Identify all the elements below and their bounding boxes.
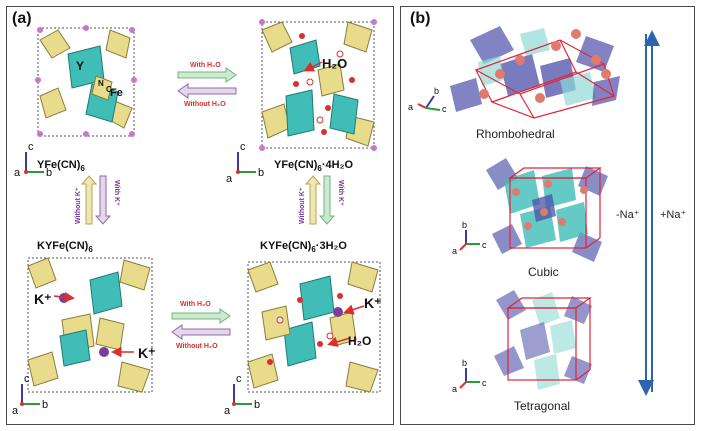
arrow-label-right-without: Without K⁺: [299, 187, 306, 224]
axis-b2-c: c: [482, 240, 487, 250]
atom-label-k-1: K⁺: [34, 291, 52, 307]
label-plus-na: +Na⁺: [660, 209, 686, 221]
axis-triad-4: [232, 384, 252, 406]
formula-2: YFe(CN)6·4H₂O: [274, 159, 353, 173]
formula-3: KYFe(CN)6: [37, 240, 93, 254]
structure-cubic: [486, 158, 608, 262]
label-minus-na: -Na⁺: [616, 209, 640, 221]
arrow-left-without-k: [80, 175, 98, 225]
axis-triad-1: [24, 152, 44, 174]
arrow-label-left-with: With K⁺: [113, 180, 120, 206]
arrow-right-without-k: [304, 175, 322, 225]
axis-b-4: b: [254, 399, 260, 411]
axis-b-3: b: [42, 399, 48, 411]
arrow-label-top-without: Without H₂O: [184, 101, 226, 108]
label-cubic: Cubic: [528, 265, 559, 279]
arrow-top-without-h2o: [177, 83, 237, 99]
atom-label-c: C: [106, 85, 112, 94]
atom-label-y: Y: [76, 59, 84, 73]
arrow-label-right-with: With K⁺: [337, 180, 344, 206]
atom-label-n: N: [98, 79, 104, 88]
axis-b1-c: c: [442, 104, 447, 114]
arrow-left-with-k: [94, 175, 112, 225]
axis-a-3: a: [12, 405, 19, 417]
arrow-label-left-without: Without K⁺: [75, 187, 82, 224]
arrow-right-with-k: [318, 175, 336, 225]
atom-label-fe: Fe: [110, 87, 123, 99]
arrow-label-bottom-with: With H₂O: [180, 301, 211, 308]
structure-kyfecn6-3h2o: [247, 261, 381, 393]
structure-rhombohedral: [450, 26, 620, 119]
axis-triad-b1: [417, 95, 441, 111]
label-rhombohedral: Rhombohedral: [476, 127, 555, 141]
axis-b1-b: b: [434, 86, 439, 96]
arrow-label-top-with: With H₂O: [190, 62, 221, 69]
atom-label-k-3: K⁺: [364, 295, 382, 311]
arrow-top-with-h2o: [177, 67, 237, 83]
arrow-bottom-with-h2o: [171, 308, 231, 324]
axis-b1-a: a: [408, 102, 413, 112]
axis-c-4: c: [236, 373, 242, 385]
atom-label-h2o-top: H₂O: [322, 56, 347, 71]
formula-4: KYFe(CN)6·3H₂O: [260, 240, 347, 254]
structure-yfecn6-4h2o: [259, 19, 377, 151]
axis-triad-b2: [459, 230, 480, 251]
axis-a-2: a: [226, 173, 233, 185]
axis-c-2: c: [240, 141, 246, 153]
arrow-bottom-without-h2o: [171, 324, 231, 340]
axis-b3-b: b: [462, 358, 467, 368]
axis-triad-3: [20, 384, 40, 406]
axis-triad-2: [236, 152, 256, 174]
panel-a-label: (a): [12, 10, 32, 27]
axis-b-2: b: [258, 167, 264, 179]
atom-label-k-2: K⁺: [138, 345, 156, 361]
formula-1: YFe(CN)6: [37, 159, 85, 173]
axis-a-4: a: [224, 405, 231, 417]
axis-b2-a: a: [452, 246, 457, 256]
axis-b3-a: a: [452, 384, 457, 394]
structure-yfecn6: [35, 25, 137, 137]
axis-triad-b3: [459, 368, 480, 389]
arrow-label-bottom-without: Without H₂O: [176, 343, 218, 350]
panel-b-label: (b): [410, 10, 431, 27]
structure-kyfecn6: [27, 257, 153, 393]
structure-tetragonal: [494, 290, 592, 390]
axis-b-1: b: [46, 167, 52, 179]
axis-c-1: c: [28, 141, 34, 153]
axis-c-3: c: [24, 373, 30, 385]
axis-a-1: a: [14, 167, 21, 179]
axis-b3-c: c: [482, 378, 487, 388]
axis-b2-b: b: [462, 220, 467, 230]
label-tetragonal: Tetragonal: [514, 399, 570, 413]
atom-label-h2o-bottom: H₂O: [348, 334, 371, 348]
